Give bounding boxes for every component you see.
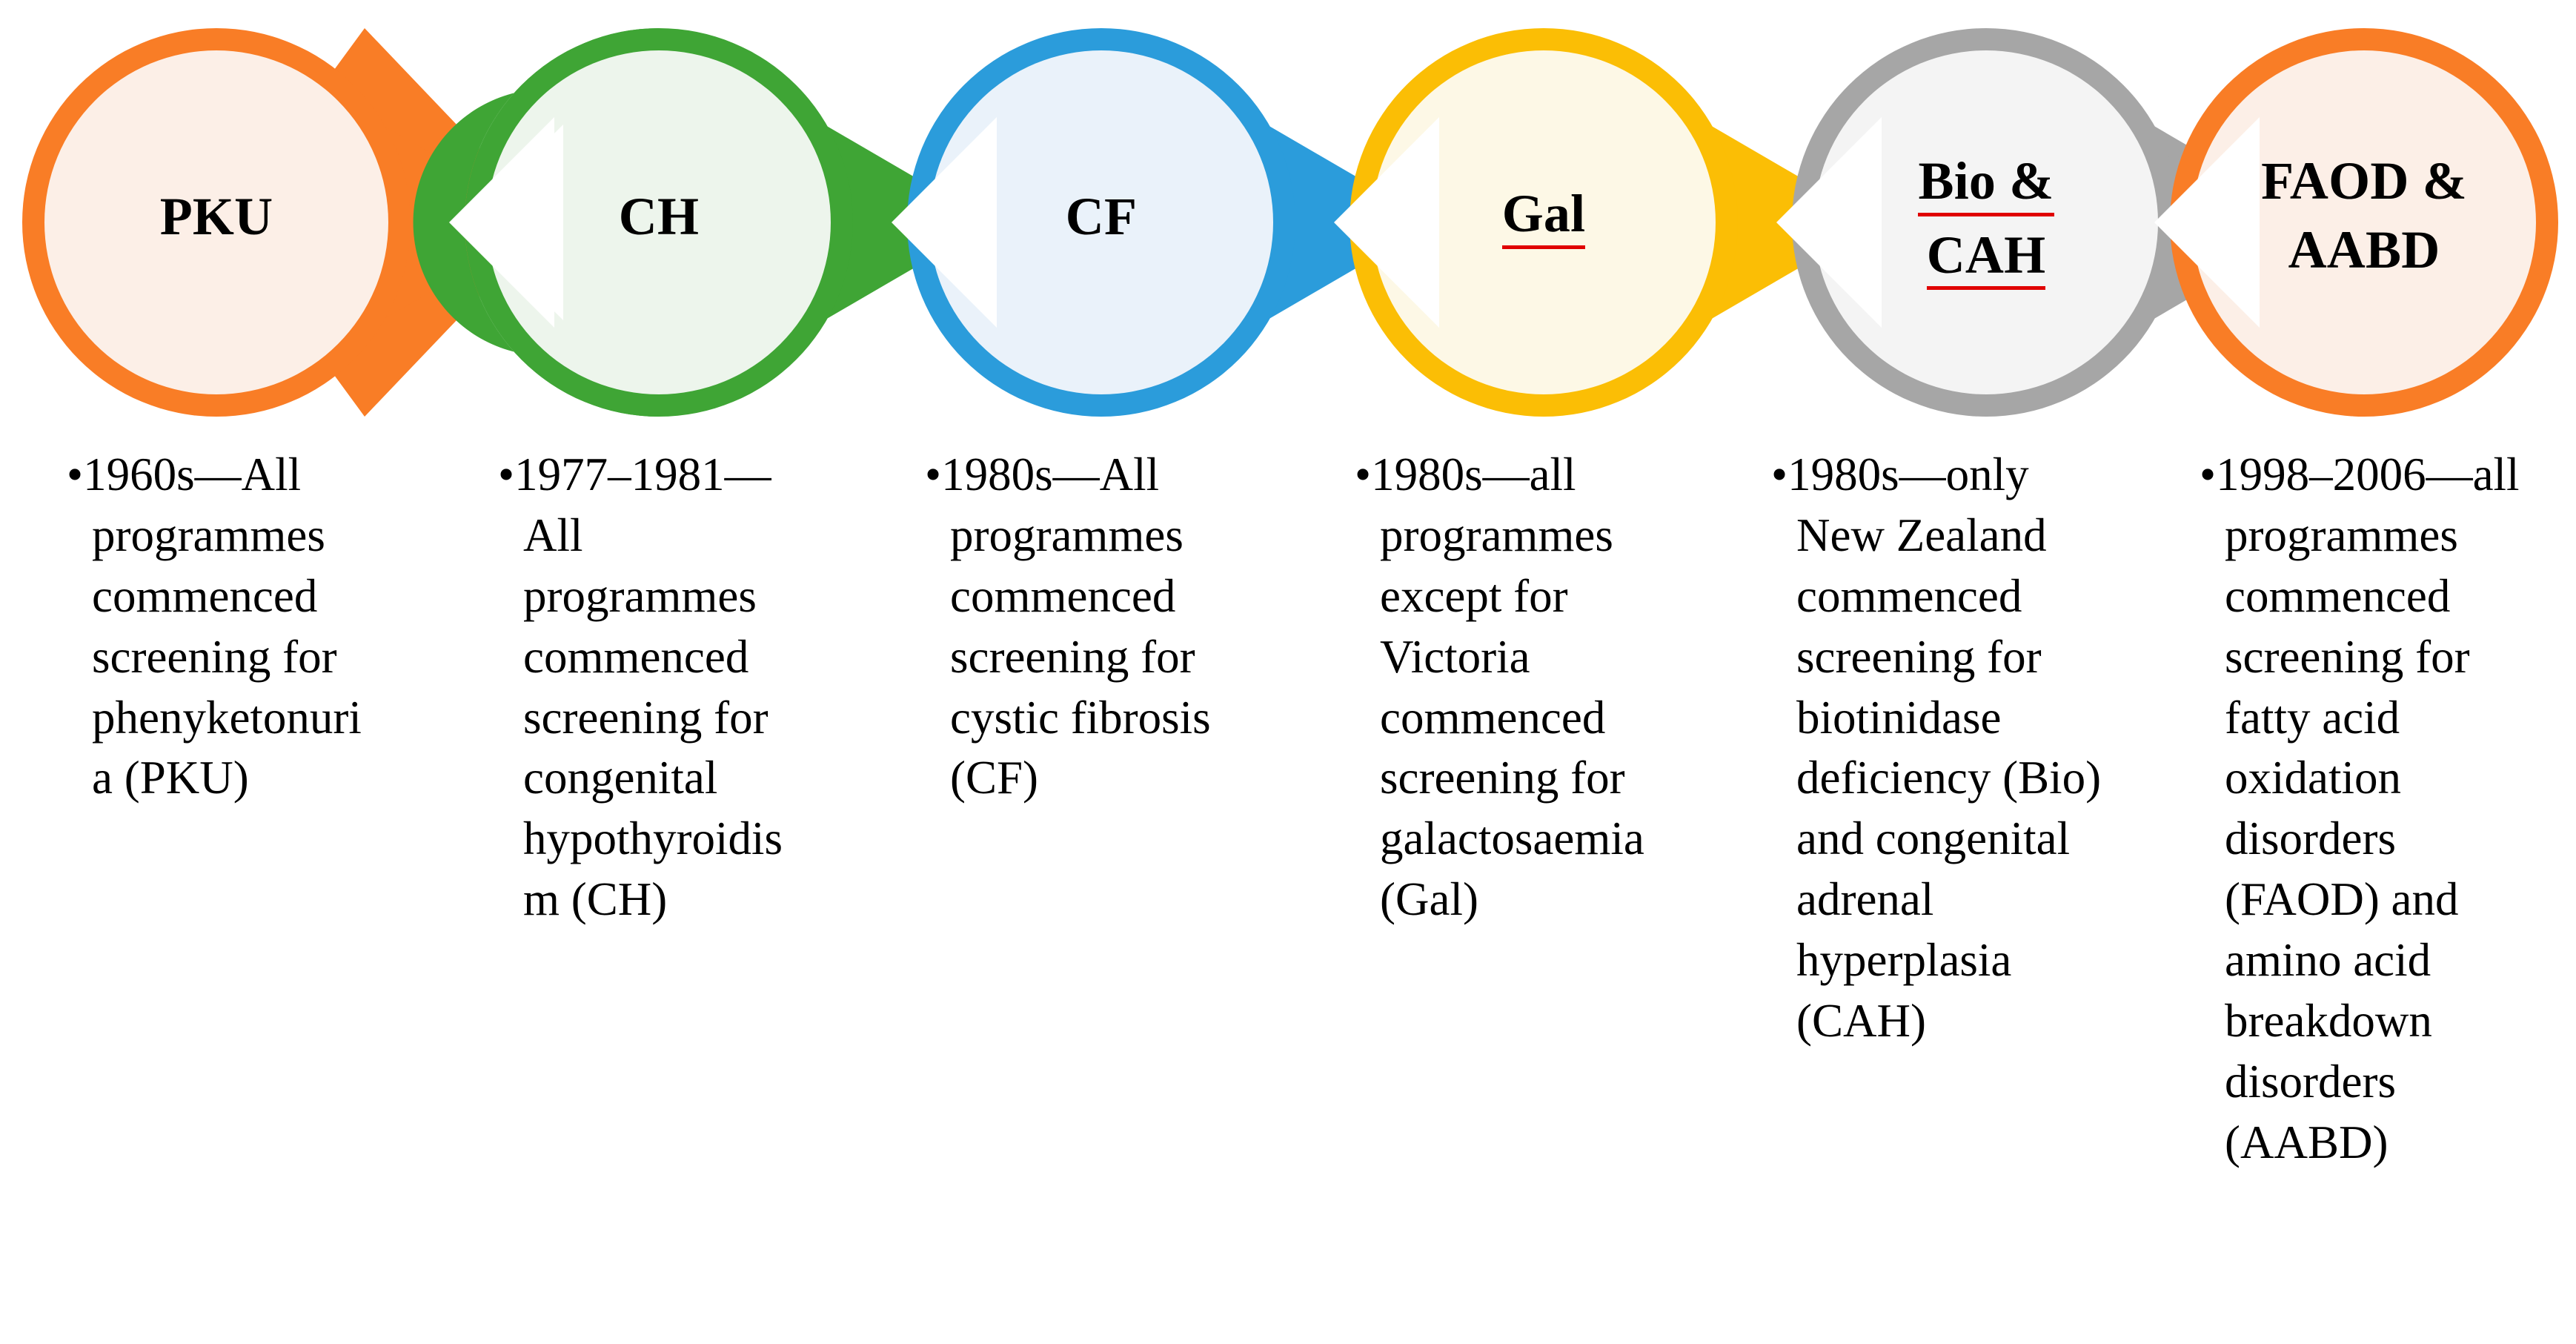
step-node-cf <box>892 28 1435 417</box>
bullet-column-pku: •1960s—All programmes commenced screenin… <box>67 445 378 809</box>
bullet-text: 1980s—All programmes commenced screening… <box>941 448 1211 804</box>
bullet-column-faod-aabd: •1998–2006—all programmes commenced scre… <box>2200 445 2548 1173</box>
bullet-column-ch: •1977–1981—All programmes commenced scre… <box>498 445 809 930</box>
fill-faod-aabd <box>2192 50 2536 394</box>
bullet-columns: •1960s—All programmes commenced screenin… <box>0 445 2576 1344</box>
bullet-item: •1998–2006—all programmes commenced scre… <box>2200 445 2548 1173</box>
bullet-text: 1980s—only New Zealand commenced screeni… <box>1787 448 2102 1047</box>
fill-gal <box>1372 50 1716 394</box>
step-node-pku <box>22 28 550 417</box>
bullet-item: •1980s—only New Zealand commenced screen… <box>1771 445 2105 1052</box>
step-node-gal <box>1334 28 1877 417</box>
bullet-glyph: • <box>498 448 515 500</box>
bullet-text: 1980s—all programmes except for Victoria… <box>1371 448 1644 926</box>
bullet-glyph: • <box>2200 448 2217 500</box>
bullet-item: •1980s—All programmes commenced screenin… <box>925 445 1251 809</box>
bullet-text: 1960s—All programmes commenced screening… <box>83 448 362 804</box>
step-node-bio-cah <box>1776 28 2320 417</box>
ring-left-ch <box>413 28 659 417</box>
step-node-ch <box>413 28 992 417</box>
bullet-column-gal: •1980s—all programmes except for Victori… <box>1355 445 1703 930</box>
bullet-item: •1977–1981—All programmes commenced scre… <box>498 445 809 930</box>
bullet-text: 1998–2006—all programmes commenced scree… <box>2216 448 2520 1168</box>
notch-faod-aabd <box>2154 117 2260 328</box>
process-flow-band: PKU CH CF Gal Bio & CAH FAOD & AABD <box>0 0 2576 445</box>
notch-bio-cah <box>1776 117 1882 328</box>
notch-cf <box>892 117 997 328</box>
bullet-column-bio-cah: •1980s—only New Zealand commenced screen… <box>1771 445 2105 1052</box>
bullet-item: •1980s—all programmes except for Victori… <box>1355 445 1703 930</box>
fill-ch <box>487 50 831 394</box>
step-node-faod-aabd <box>2154 28 2558 417</box>
bullet-item: •1960s—All programmes commenced screenin… <box>67 445 378 809</box>
bullet-glyph: • <box>1771 448 1788 500</box>
fill-bio-cah <box>1814 50 2158 394</box>
bullet-glyph: • <box>925 448 942 500</box>
bullet-text: 1977–1981—All programmes commenced scree… <box>514 448 783 926</box>
bullet-glyph: • <box>67 448 84 500</box>
notch-gal <box>1334 117 1439 328</box>
notch-ch-outer <box>449 117 554 328</box>
fill-cf <box>929 50 1273 394</box>
fill-pku <box>44 50 388 394</box>
bullet-column-cf: •1980s—All programmes commenced screenin… <box>925 445 1251 809</box>
bullet-glyph: • <box>1355 448 1372 500</box>
